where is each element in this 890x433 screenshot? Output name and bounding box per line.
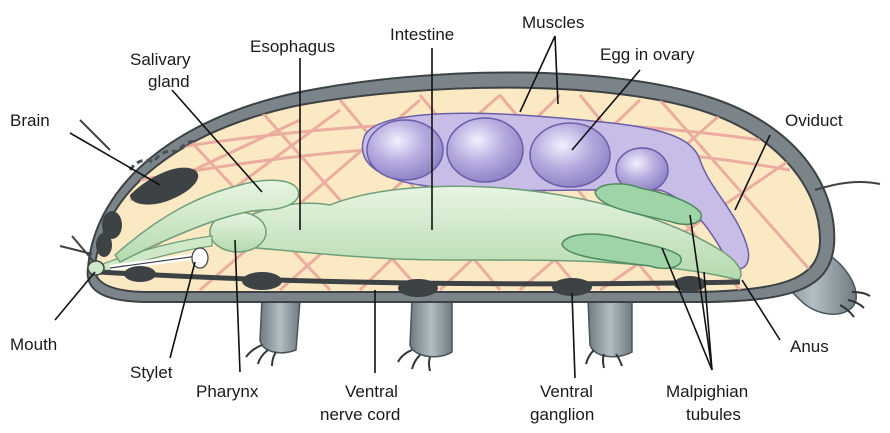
label-anus: Anus <box>790 337 829 356</box>
label-ventral-ganglion: Ventral <box>540 382 593 401</box>
label-ventral-nerve-cord: Ventral <box>345 382 398 401</box>
label-esophagus: Esophagus <box>250 37 335 56</box>
ventral-ganglion-1 <box>124 266 156 282</box>
label-salivary-gland-2: gland <box>148 72 190 91</box>
label-brain: Brain <box>10 111 50 130</box>
label-malpighian-tubules-2: tubules <box>686 405 741 424</box>
egg-2 <box>447 118 523 182</box>
label-intestine: Intestine <box>390 25 454 44</box>
label-salivary-gland: Salivary <box>130 50 191 69</box>
label-ventral-ganglion-2: ganglion <box>530 405 594 424</box>
ventral-ganglion-3 <box>398 279 438 297</box>
label-muscles: Muscles <box>522 13 584 32</box>
label-oviduct: Oviduct <box>785 111 843 130</box>
label-mouth: Mouth <box>10 335 57 354</box>
label-egg-in-ovary: Egg in ovary <box>600 45 695 64</box>
egg-3 <box>530 123 610 187</box>
label-stylet: Stylet <box>130 363 173 382</box>
ventral-ganglion-2 <box>242 272 282 290</box>
label-ventral-nerve-cord-2: nerve cord <box>320 405 400 424</box>
label-malpighian-tubules: Malpighian <box>666 382 748 401</box>
label-pharynx: Pharynx <box>196 382 259 401</box>
